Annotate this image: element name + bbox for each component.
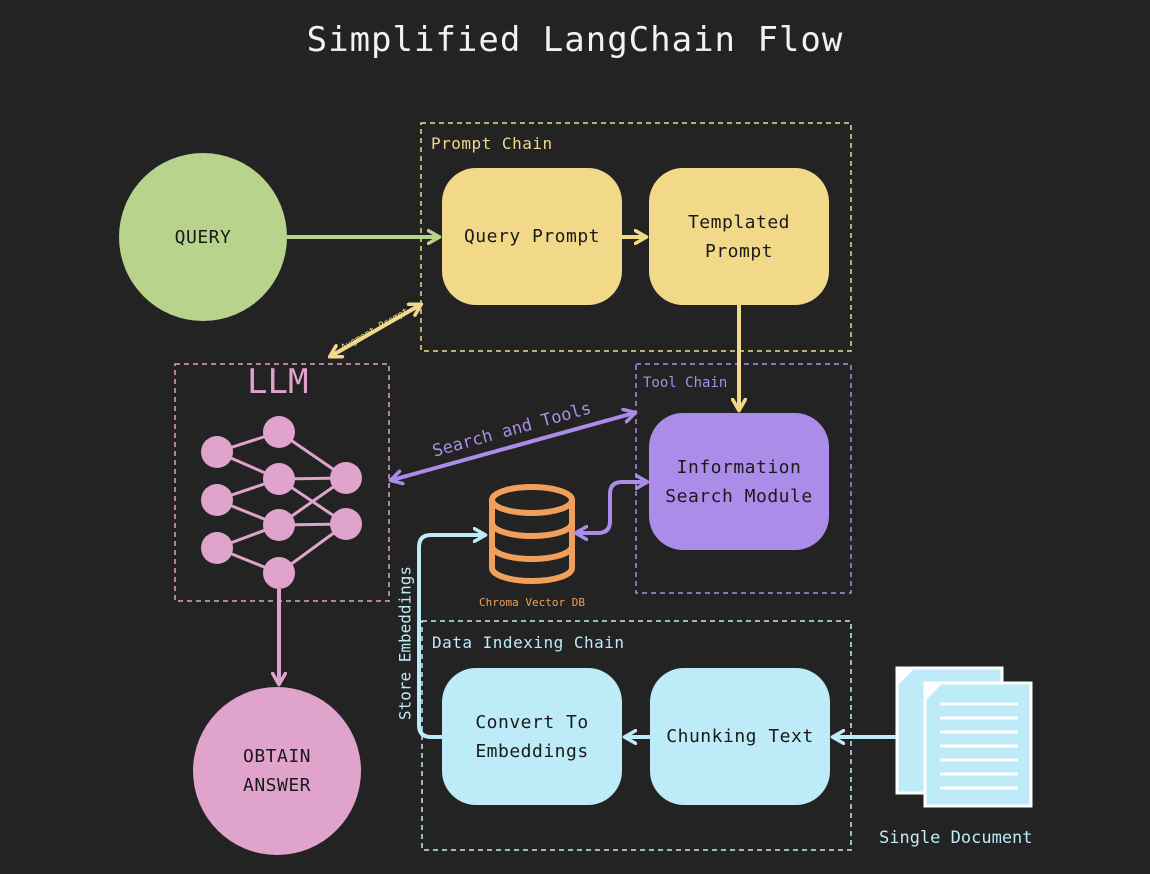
convert-embeddings-label: Convert To Embeddings [475,711,589,762]
templated-prompt-label: Templated Prompt [687,211,791,262]
obtain-answer-label: OBTAIN ANSWER [242,746,312,796]
information-search-label: Information Search Module [665,456,813,507]
prompt-chain-label: Prompt Chain [431,134,553,153]
store-embeddings-label: Store Embeddings [395,565,415,721]
obtain-answer-node [193,687,361,855]
single-document-label: Single Document [879,828,1033,848]
augment-prompt-arrow [331,305,420,356]
search-tools-arrow [392,413,634,480]
chunking-text-node [650,668,830,805]
document-icon [895,666,1033,808]
database-icon [489,484,575,584]
llm-group [174,363,390,602]
vector-db-label: Chroma Vector DB [479,596,585,609]
neural-network-icon [201,416,362,589]
data-indexing-chain-label: Data Indexing Chain [432,633,625,652]
db-search-arrow [577,482,646,533]
llm-label: LLM [247,362,309,402]
convert-embeddings-node [442,668,622,805]
store-embeddings-arrow [417,535,484,739]
query-node-label: QUERY [174,226,232,248]
tool-chain-label: Tool Chain [643,375,728,391]
information-search-node [649,413,829,550]
chunking-text-label: Chunking Text [666,726,814,747]
page-title: Simplified LangChain Flow [306,20,844,60]
query-node [119,153,287,321]
query-prompt-label: Query Prompt [463,226,601,247]
tool-chain-group [635,363,852,594]
query-prompt-node [442,168,622,305]
templated-prompt-node [649,168,829,305]
